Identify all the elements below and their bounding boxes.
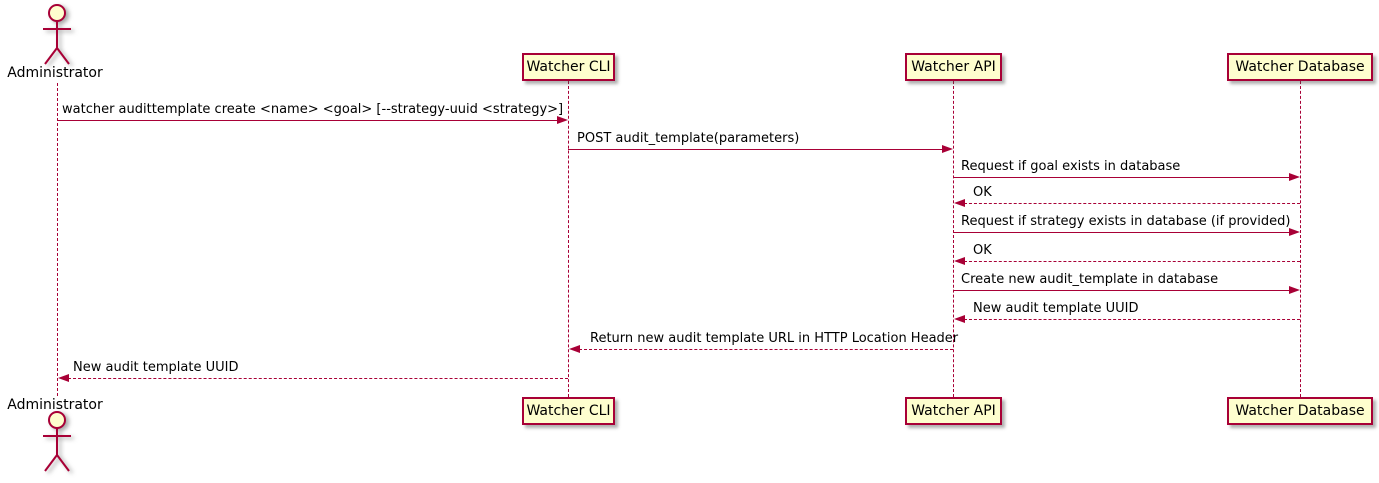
participant-watcher-database-top: Watcher Database <box>1227 53 1373 81</box>
message-line <box>579 349 953 350</box>
arrowhead-icon <box>569 345 580 353</box>
message-line <box>964 319 1300 320</box>
administrator-label-top: Administrator <box>7 65 103 81</box>
message-label: New audit template UUID <box>973 301 1139 316</box>
participant-watcher-api-bottom: Watcher API <box>905 397 1002 425</box>
lifeline-administrator <box>57 83 58 396</box>
message-label: Create new audit_template in database <box>961 272 1219 287</box>
message-label: OK <box>973 185 992 200</box>
message-line <box>953 232 1289 233</box>
participant-watcher-api-top: Watcher API <box>905 53 1002 81</box>
arrowhead-icon <box>942 145 953 153</box>
message-label: watcher audittemplate create <name> <goa… <box>62 102 564 117</box>
arrowhead-icon <box>58 374 69 382</box>
message-line <box>57 120 557 121</box>
arrowhead-icon <box>954 199 965 207</box>
message-label: Return new audit template URL in HTTP Lo… <box>590 331 959 346</box>
arrowhead-icon <box>954 315 965 323</box>
message-label: Request if strategy exists in database (… <box>961 214 1291 229</box>
message-line <box>964 261 1300 262</box>
message-label: New audit template UUID <box>73 360 239 375</box>
lifeline-watcher-cli <box>568 81 569 397</box>
message-line <box>953 290 1289 291</box>
arrowhead-icon <box>1289 286 1300 294</box>
administrator-label-bottom: Administrator <box>7 397 103 413</box>
message-line <box>68 378 568 379</box>
arrowhead-icon <box>1289 228 1300 236</box>
participant-watcher-database-bottom: Watcher Database <box>1227 397 1373 425</box>
message-label: Request if goal exists in database <box>961 159 1181 174</box>
lifeline-watcher-database <box>1300 81 1301 397</box>
arrowhead-icon <box>954 257 965 265</box>
message-line <box>964 203 1300 204</box>
actor-icon <box>43 411 71 472</box>
message-label: OK <box>973 243 992 258</box>
message-line <box>568 149 942 150</box>
lifeline-watcher-api <box>953 81 954 397</box>
participant-watcher-cli-top: Watcher CLI <box>522 53 615 81</box>
message-line <box>953 177 1289 178</box>
arrowhead-icon <box>557 116 568 124</box>
arrowhead-icon <box>1289 173 1300 181</box>
message-label: POST audit_template(parameters) <box>577 131 800 146</box>
actor-icon <box>43 4 71 65</box>
participant-watcher-cli-bottom: Watcher CLI <box>522 397 615 425</box>
